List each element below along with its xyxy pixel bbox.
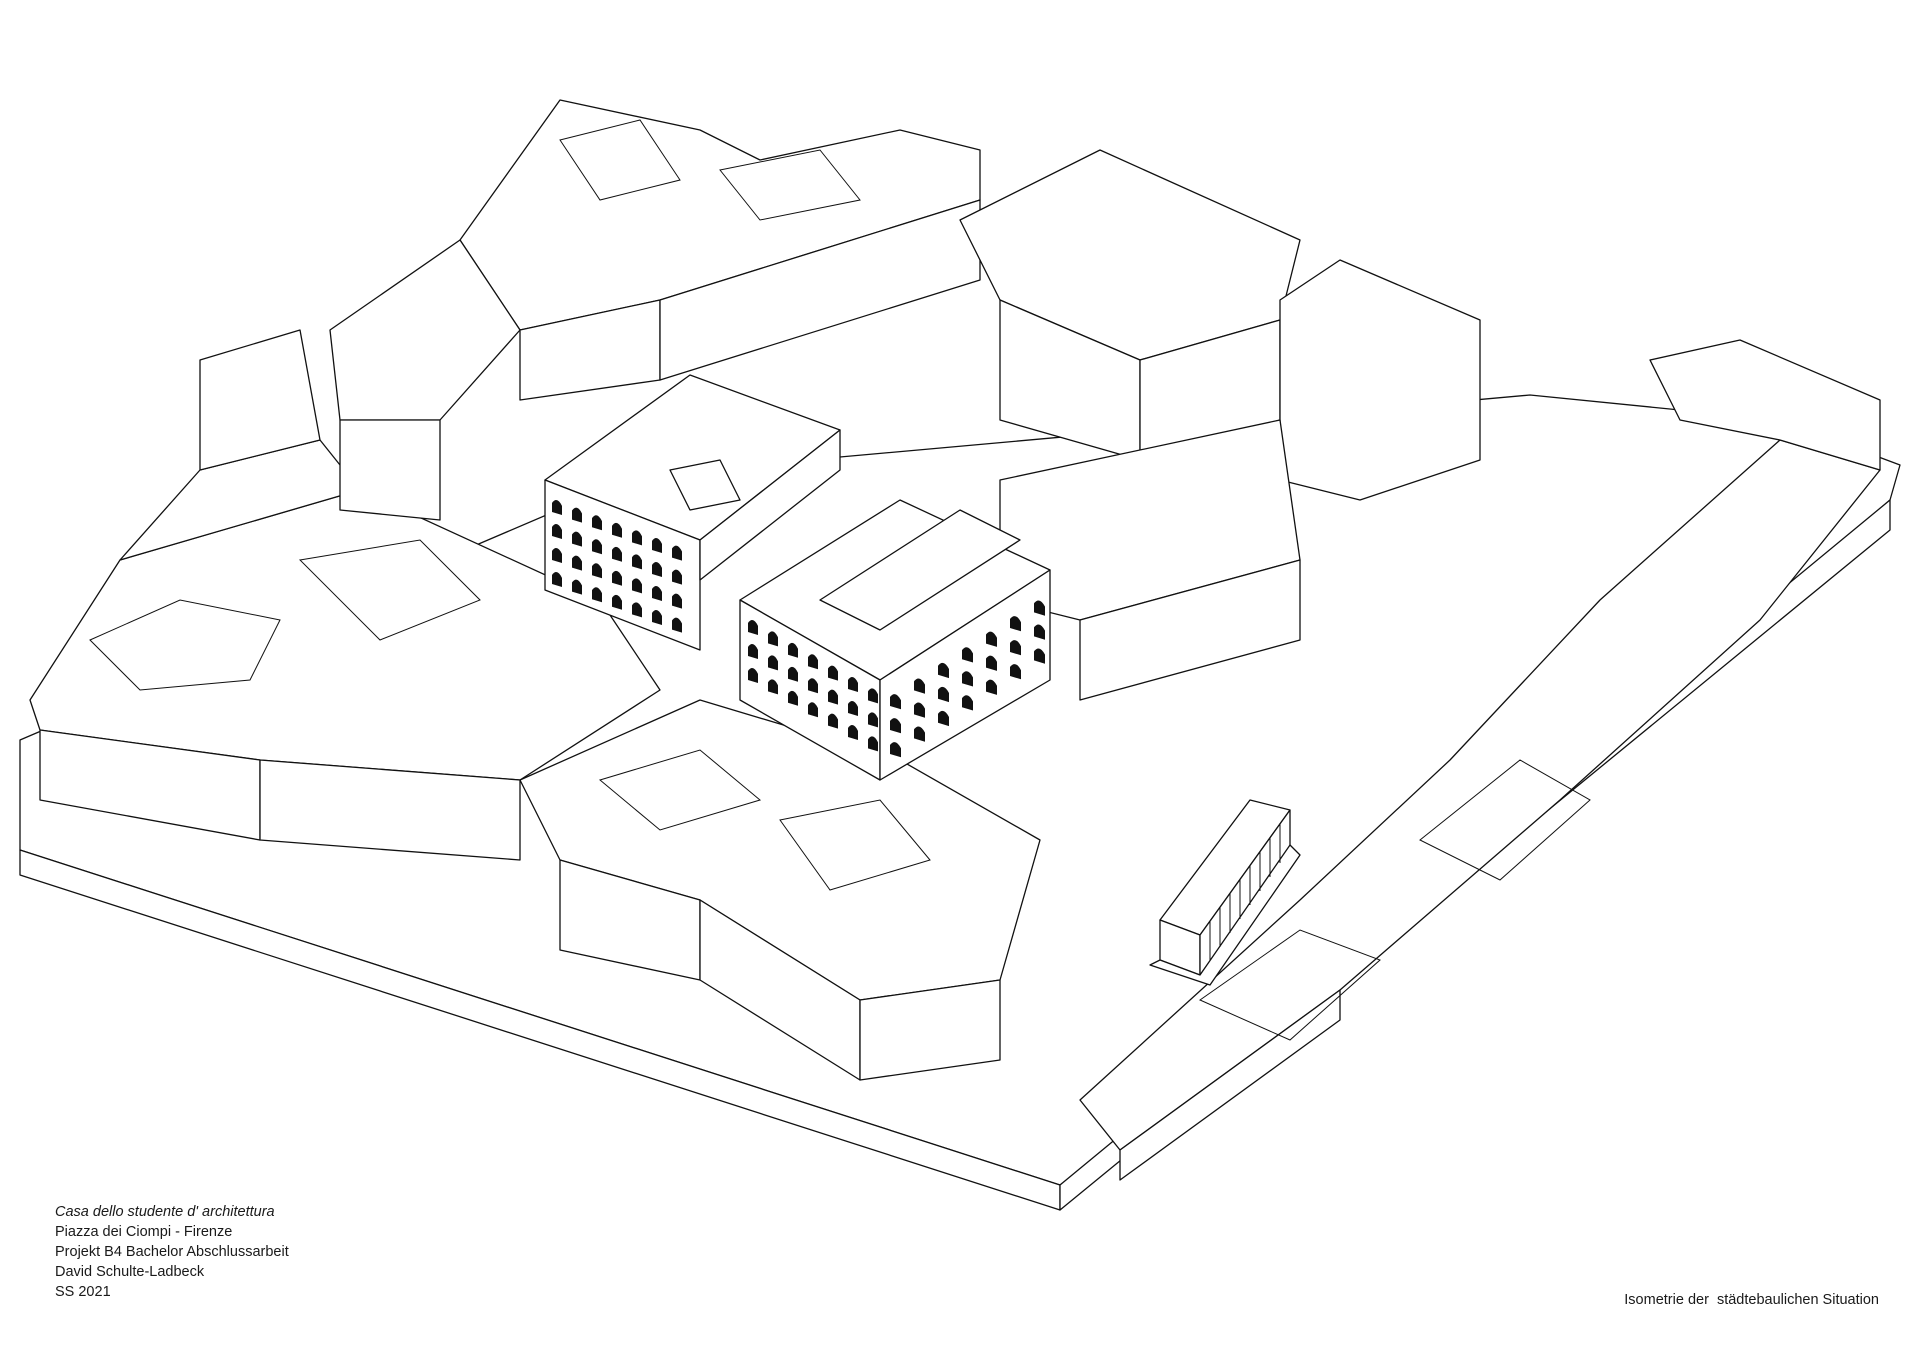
facade-window: [768, 655, 778, 671]
facade-window: [938, 710, 949, 727]
loggia-building: [1149, 799, 1301, 986]
facade-window: [914, 726, 925, 742]
facade-window: [890, 742, 901, 758]
facade-window: [632, 554, 642, 570]
caption-author: David Schulte-Ladbeck: [55, 1264, 205, 1280]
building-block-south: [519, 699, 1041, 1081]
facade-window: [1010, 616, 1021, 632]
facade-window: [592, 563, 602, 579]
facade-window: [808, 654, 818, 670]
facade-window: [652, 610, 662, 625]
facade-window: [788, 666, 798, 682]
facade-window: [808, 702, 818, 718]
facade-window: [632, 578, 642, 594]
facade-window: [672, 569, 682, 585]
facade-window: [572, 531, 582, 547]
facade-window: [828, 665, 838, 681]
building-block-southwest: [29, 329, 661, 861]
facade-window: [848, 725, 858, 740]
facade-window: [986, 679, 997, 695]
facade-window: [572, 507, 582, 523]
facade-window: [1010, 640, 1021, 656]
facade-window: [914, 702, 925, 718]
facade-window: [938, 686, 949, 703]
facade-window: [552, 548, 562, 563]
sheet-label: Isometrie der städtebaulichen Situation: [1624, 1292, 1879, 1308]
project-caption: Casa dello studente d' architettura Piaz…: [55, 1202, 289, 1302]
facade-window: [938, 662, 949, 679]
facade-window: [808, 678, 818, 694]
facade-window: [652, 562, 662, 577]
facade-window: [848, 677, 858, 692]
caption-project: Projekt B4 Bachelor Abschlussarbeit: [55, 1244, 289, 1260]
project-facade-windows: [552, 500, 1045, 758]
facade-window: [748, 668, 758, 683]
facade-window: [672, 593, 682, 609]
facade-window: [962, 695, 973, 711]
facade-window: [592, 539, 602, 555]
facade-window: [632, 530, 642, 546]
facade-window: [652, 538, 662, 553]
facade-window: [1034, 648, 1045, 664]
facade-window: [592, 587, 602, 603]
facade-window: [868, 736, 878, 752]
caption-location: Piazza dei Ciompi - Firenze: [55, 1224, 233, 1240]
facade-window: [768, 631, 778, 647]
facade-window: [890, 718, 901, 734]
facade-window: [632, 602, 642, 618]
facade-window: [572, 579, 582, 595]
facade-window: [788, 690, 798, 706]
building-block-northeast: [959, 149, 1481, 701]
facade-window: [748, 620, 758, 635]
facade-window: [592, 515, 602, 531]
facade-window: [962, 671, 973, 687]
caption-semester: SS 2021: [55, 1284, 111, 1300]
facade-window: [828, 713, 838, 729]
facade-window: [612, 522, 622, 538]
facade-window: [986, 631, 997, 647]
facade-window: [1034, 624, 1045, 640]
facade-window: [848, 701, 858, 716]
facade-window: [868, 688, 878, 704]
facade-window: [748, 644, 758, 659]
facade-window: [986, 655, 997, 671]
facade-window: [652, 586, 662, 601]
facade-window: [672, 545, 682, 561]
facade-window: [1010, 664, 1021, 680]
facade-window: [788, 642, 798, 658]
facade-window: [572, 555, 582, 571]
facade-window: [768, 679, 778, 695]
facade-window: [552, 572, 562, 587]
facade-window: [1034, 600, 1045, 616]
facade-window: [962, 647, 973, 663]
building-block-southeast: [1079, 339, 1881, 1181]
facade-window: [890, 694, 901, 710]
facade-window: [868, 712, 878, 728]
caption-title: Casa dello studente d' architettura: [55, 1204, 275, 1220]
facade-window: [552, 500, 562, 515]
facade-window: [612, 594, 622, 610]
building-block-north: [329, 99, 981, 521]
facade-window: [672, 617, 682, 633]
facade-window: [552, 524, 562, 539]
facade-window: [914, 678, 925, 694]
facade-window: [828, 689, 838, 705]
facade-window: [612, 570, 622, 586]
facade-window: [612, 546, 622, 562]
